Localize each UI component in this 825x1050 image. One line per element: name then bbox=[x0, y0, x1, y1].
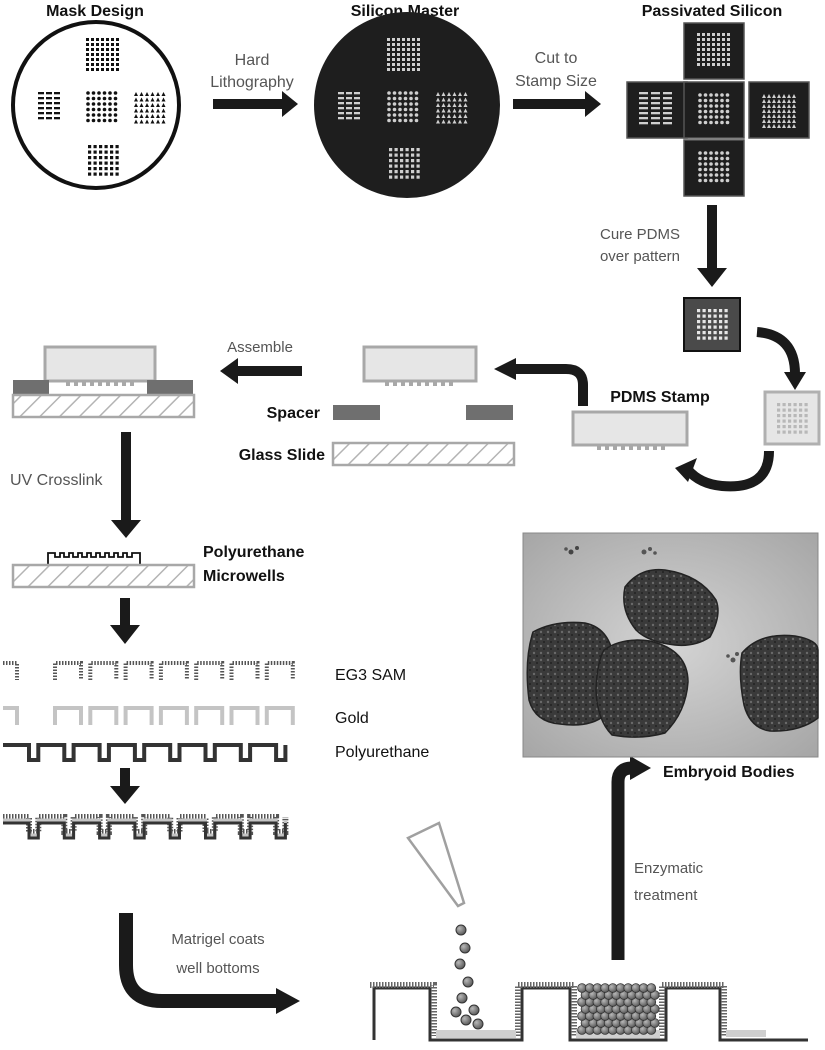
svg-text:over pattern: over pattern bbox=[600, 248, 680, 265]
polyurethane-layer bbox=[3, 743, 288, 762]
embryoid-bodies-label: Embryoid Bodies bbox=[663, 764, 795, 781]
stamp-transfer-arrow bbox=[515, 364, 588, 406]
flip-arrow-head bbox=[675, 458, 697, 482]
pipette-tip bbox=[406, 821, 466, 908]
uv-crosslink-label: UV Crosslink bbox=[10, 472, 103, 489]
final-microwells bbox=[370, 924, 808, 1042]
svg-text:Cut to: Cut to bbox=[535, 50, 578, 67]
pdms-stamp-label: PDMS Stamp bbox=[610, 389, 710, 406]
matrigel-arrow: Matrigel coats well bottoms bbox=[119, 913, 300, 1014]
enzymatic-treatment-arrow: Enzymatic treatment bbox=[611, 756, 704, 960]
mask-design-label: Mask Design bbox=[46, 3, 144, 20]
pdms-stamp-topview bbox=[763, 390, 821, 446]
cure-pdms-arrow: Cure PDMS over pattern bbox=[600, 205, 727, 287]
gold-layer bbox=[3, 706, 295, 725]
polyurethane-microwells-label-1: Polyurethane bbox=[203, 544, 304, 561]
spacer-right bbox=[466, 405, 513, 420]
down-arrow-layers bbox=[110, 598, 140, 644]
assembly-parts bbox=[331, 345, 516, 467]
svg-text:Matrigel coats: Matrigel coats bbox=[171, 931, 264, 948]
peel-arrow-head bbox=[784, 372, 806, 390]
polyurethane-microwells-label-2: Microwells bbox=[203, 568, 285, 585]
passivated-silicon-pieces bbox=[626, 22, 810, 197]
spacer-label: Spacer bbox=[267, 405, 320, 422]
hard-lithography-arrow: Hard Lithography bbox=[210, 52, 298, 117]
stamp-transfer-arrow-head bbox=[494, 358, 516, 380]
svg-text:Hard: Hard bbox=[235, 52, 270, 69]
eg3-sam-layer bbox=[3, 661, 295, 680]
peel-arrow bbox=[756, 327, 800, 375]
mask-design-wafer bbox=[11, 20, 181, 190]
embryoid-bodies-micrograph bbox=[522, 532, 819, 758]
combined-layers bbox=[3, 814, 289, 840]
glass-slide bbox=[331, 441, 516, 467]
passivated-silicon-label: Passivated Silicon bbox=[642, 3, 783, 20]
cut-to-stamp-arrow: Cut to Stamp Size bbox=[513, 50, 601, 117]
gold-label: Gold bbox=[335, 710, 369, 727]
svg-text:treatment: treatment bbox=[634, 887, 698, 904]
polyurethane-microwells-slide bbox=[11, 552, 196, 589]
svg-text:Lithography: Lithography bbox=[210, 74, 294, 91]
pdms-stamp-sideview bbox=[571, 410, 689, 450]
assembled-stack bbox=[11, 345, 196, 419]
down-arrow-combined bbox=[110, 768, 140, 804]
svg-text:Cure PDMS: Cure PDMS bbox=[600, 226, 680, 243]
svg-text:Assemble: Assemble bbox=[227, 339, 293, 356]
polyurethane-label: Polyurethane bbox=[335, 744, 429, 761]
assemble-arrow: Assemble bbox=[220, 339, 302, 384]
flip-arrow bbox=[684, 450, 774, 492]
uv-crosslink-arrow bbox=[111, 432, 141, 538]
svg-text:well bottoms: well bottoms bbox=[175, 960, 259, 977]
svg-text:Enzymatic: Enzymatic bbox=[634, 860, 704, 877]
glass-slide-label: Glass Slide bbox=[239, 447, 325, 464]
eg3-sam-label: EG3 SAM bbox=[335, 667, 406, 684]
svg-text:Stamp Size: Stamp Size bbox=[515, 73, 597, 90]
pdms-cured-piece bbox=[683, 297, 741, 352]
spacer-left bbox=[333, 405, 380, 420]
silicon-master-wafer bbox=[314, 12, 500, 198]
